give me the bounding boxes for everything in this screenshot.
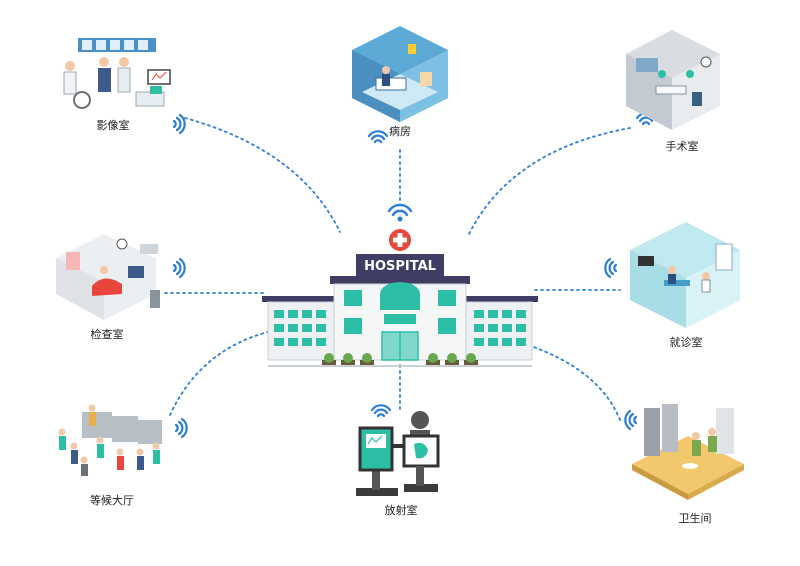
link-operating <box>467 127 631 237</box>
label-radiology: 放射室 <box>385 503 418 517</box>
wifi-icon <box>172 257 186 279</box>
label-examination: 检查室 <box>91 327 124 341</box>
waiting-hall-illustration <box>58 404 162 476</box>
hospital-building: HOSPITAL <box>262 203 538 367</box>
imaging-room-illustration <box>63 38 171 109</box>
wifi-icon <box>174 417 188 439</box>
link-waiting <box>169 331 269 416</box>
label-operating: 手术室 <box>666 139 699 153</box>
ward-room-illustration <box>352 26 448 122</box>
label-imaging: 影像室 <box>97 118 130 132</box>
wifi-icon <box>172 113 186 135</box>
label-restroom: 卫生间 <box>679 511 712 525</box>
wifi-icon <box>624 409 638 431</box>
medical-cross-icon <box>389 229 411 251</box>
link-imaging <box>184 117 341 233</box>
wifi-icon <box>604 257 618 279</box>
connection-lines <box>164 117 631 421</box>
hospital-sign: HOSPITAL <box>364 259 436 274</box>
restroom-illustration <box>632 404 744 500</box>
wifi-icon <box>370 404 392 418</box>
consultation-room-illustration <box>630 222 740 328</box>
examination-room-illustration <box>56 234 160 320</box>
radiology-room-illustration <box>356 411 440 496</box>
label-consultation: 就诊室 <box>670 335 703 349</box>
link-restroom <box>527 344 621 421</box>
wifi-icon <box>367 130 389 144</box>
room-labels: 影像室 病房 手术室 检查室 就诊室 等候大厅 放射室 卫生间 <box>90 118 712 525</box>
operating-room-illustration <box>626 30 720 130</box>
label-waiting: 等候大厅 <box>90 493 134 507</box>
label-ward: 病房 <box>389 124 411 138</box>
